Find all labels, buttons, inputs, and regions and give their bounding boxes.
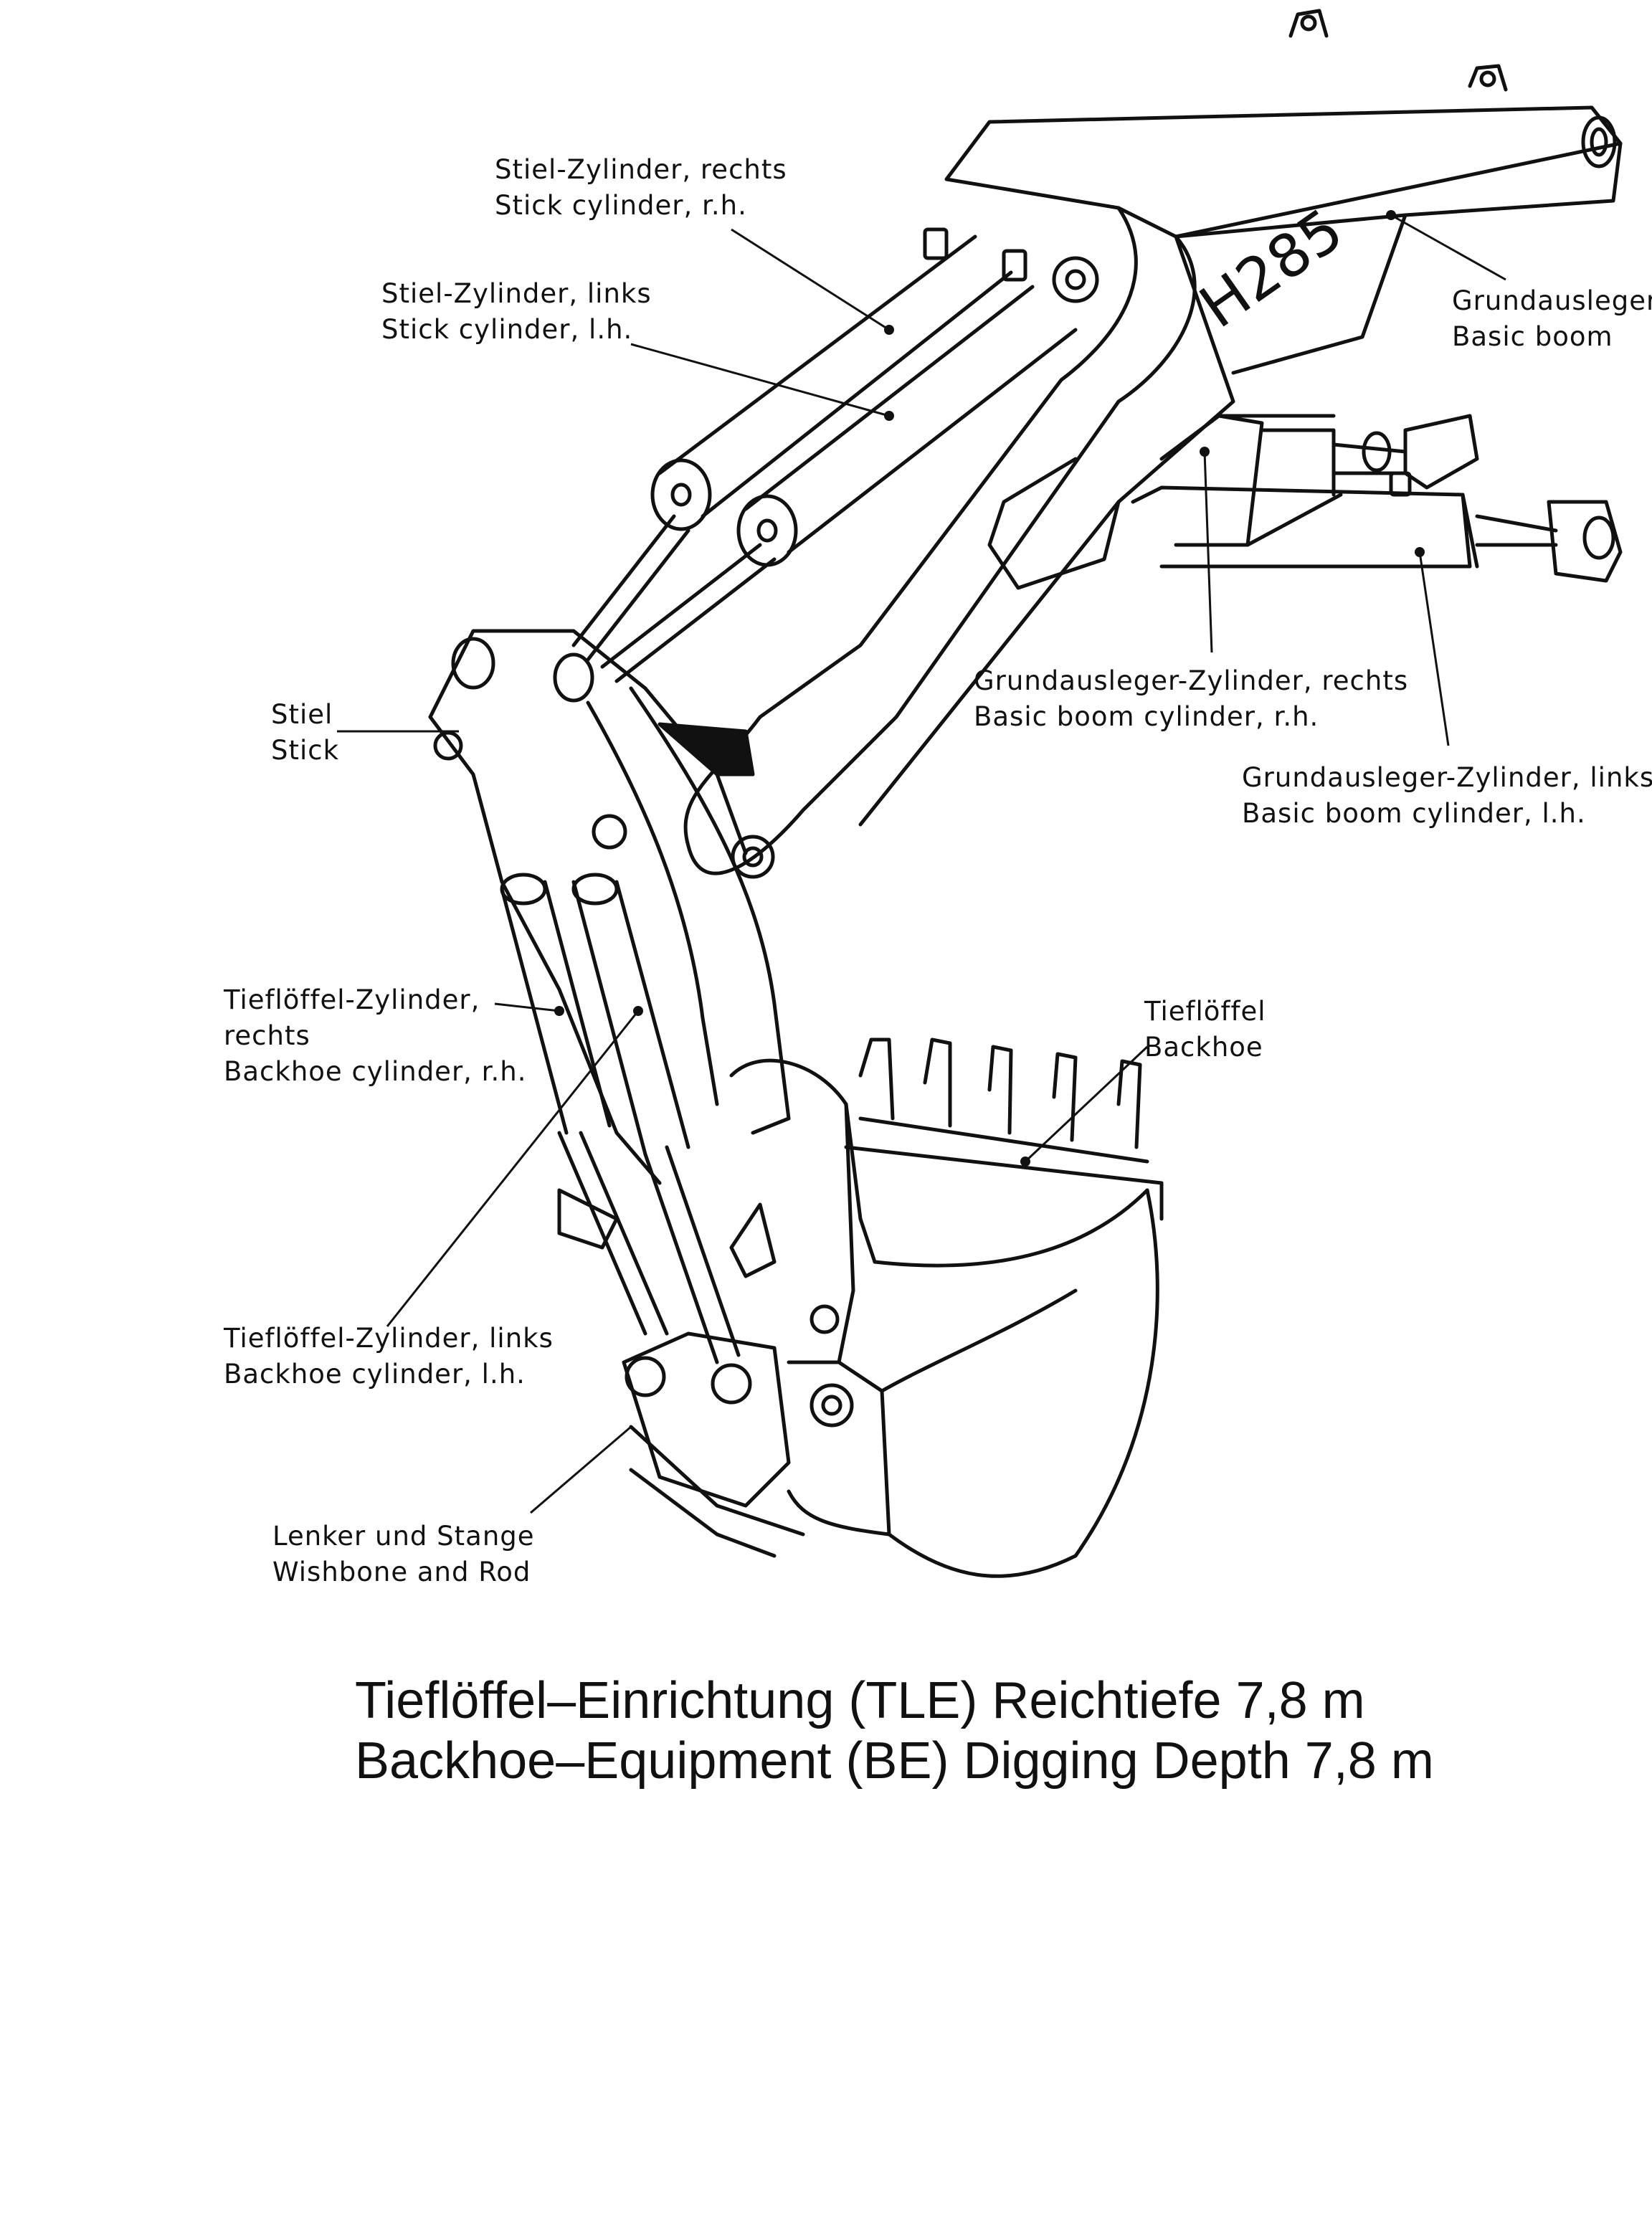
label-backhoe-cylinder-lh: Tieflöffel-Zylinder, links Backhoe cylin… xyxy=(224,1321,554,1392)
label-wishbone-rod: Lenker und Stange Wishbone and Rod xyxy=(272,1519,535,1590)
label-stick-en: Stick xyxy=(271,735,340,766)
label-backhoe-cylinder-rh-en: Backhoe cylinder, r.h. xyxy=(224,1056,527,1087)
label-basic-boom-en: Basic boom xyxy=(1452,321,1613,352)
label-boom-cylinder-rh-de: Grundausleger-Zylinder, rechts xyxy=(974,665,1409,696)
boom-cylinder-rh-shape xyxy=(1159,414,1479,547)
label-wishbone-rod-en: Wishbone and Rod xyxy=(272,1557,531,1587)
label-stick-cylinder-lh-de: Stiel-Zylinder, links xyxy=(381,278,652,309)
label-boom-cylinder-lh-en: Basic boom cylinder, l.h. xyxy=(1242,798,1586,829)
label-wishbone-rod-de: Lenker und Stange xyxy=(272,1521,535,1552)
label-backhoe-cylinder-lh-en: Backhoe cylinder, l.h. xyxy=(224,1359,526,1390)
label-stick-cylinder-lh-en: Stick cylinder, l.h. xyxy=(381,314,633,345)
backhoe-cylinder-rh-shape xyxy=(500,873,669,1336)
label-basic-boom: Grundausleger Basic boom xyxy=(1452,283,1652,355)
backhoe-bucket-shape xyxy=(729,1037,1164,1578)
leader-lines xyxy=(337,214,1506,1514)
wishbone-rod-shape xyxy=(557,1188,805,1558)
label-backhoe: Tieflöffel Backhoe xyxy=(1144,994,1266,1065)
basic-boom xyxy=(683,9,1623,879)
stick-cylinder-rh-shape xyxy=(571,234,1013,662)
label-stick-cylinder-rh: Stiel-Zylinder, rechts Stick cylinder, r… xyxy=(495,152,787,224)
label-backhoe-cylinder-rh-de2: rechts xyxy=(224,1020,310,1051)
boom-cylinder-lh-shape xyxy=(1131,471,1623,583)
label-stick-cylinder-lh: Stiel-Zylinder, links Stick cylinder, l.… xyxy=(381,276,652,348)
label-boom-cylinder-rh: Grundausleger-Zylinder, rechts Basic boo… xyxy=(974,663,1408,735)
stick-cylinder-lh-shape xyxy=(600,285,1078,683)
label-backhoe-cylinder-lh-de: Tieflöffel-Zylinder, links xyxy=(224,1323,554,1354)
backhoe-cylinder-lh-shape xyxy=(571,873,741,1364)
label-boom-cylinder-rh-en: Basic boom cylinder, r.h. xyxy=(974,701,1319,732)
caption-line-en: Backhoe–Equipment (BE) Digging Depth 7,8… xyxy=(355,1732,1434,1790)
label-boom-cylinder-lh: Grundausleger-Zylinder, links Basic boom… xyxy=(1242,760,1652,832)
label-stick-cylinder-rh-en: Stick cylinder, r.h. xyxy=(495,190,747,221)
label-basic-boom-de: Grundausleger xyxy=(1452,285,1652,316)
label-backhoe-cylinder-rh: Tieflöffel-Zylinder, rechts Backhoe cyli… xyxy=(224,982,526,1090)
label-stick-cylinder-rh-de: Stiel-Zylinder, rechts xyxy=(495,154,787,185)
caption-line-de: Tieflöffel–Einrichtung (TLE) Reichtiefe … xyxy=(355,1672,1365,1729)
label-backhoe-cylinder-rh-de: Tieflöffel-Zylinder, xyxy=(224,984,480,1015)
stick-shape xyxy=(428,629,791,1185)
label-backhoe-en: Backhoe xyxy=(1144,1032,1263,1063)
label-boom-cylinder-lh-de: Grundausleger-Zylinder, links xyxy=(1242,762,1652,793)
leader-dots xyxy=(554,210,1425,1167)
caption: Tieflöffel–Einrichtung (TLE) Reichtiefe … xyxy=(355,1671,1434,1791)
label-stick-de: Stiel xyxy=(271,699,333,730)
label-backhoe-de: Tieflöffel xyxy=(1144,996,1266,1027)
label-stick: Stiel Stick xyxy=(271,697,339,769)
